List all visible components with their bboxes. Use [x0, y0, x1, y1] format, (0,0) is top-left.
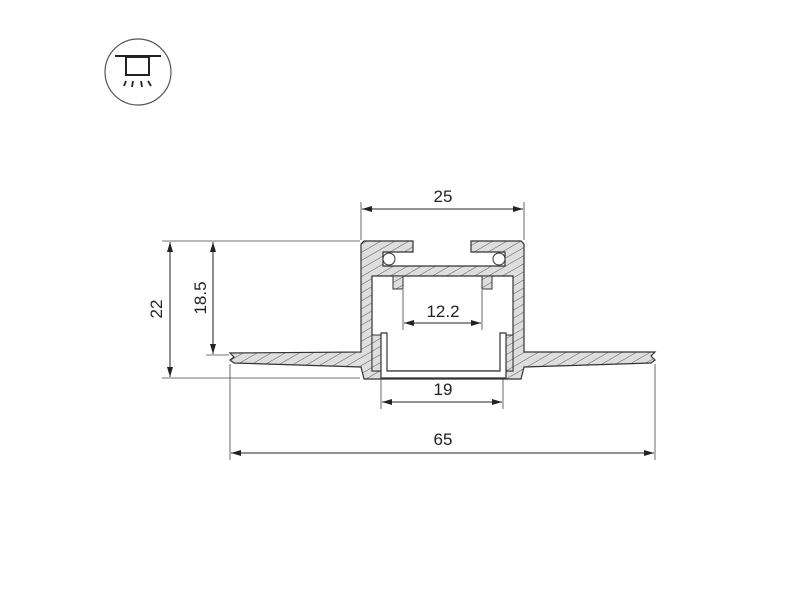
dimension-label: 19	[434, 380, 453, 399]
aluminium-profile	[228, 240, 657, 380]
dimension-65: 65	[231, 430, 654, 456]
dimension-label: 22	[147, 300, 166, 319]
recessed-ceiling-light-icon	[104, 38, 172, 106]
dimension-22: 22	[147, 242, 173, 377]
dimension-label: 65	[434, 430, 453, 449]
extension-lines	[162, 202, 656, 460]
diffuser-insert	[380, 332, 507, 379]
dimension-label: 12.2	[426, 302, 459, 321]
dimension-18-5: 18.5	[191, 242, 216, 354]
dimension-25: 25	[362, 187, 523, 212]
dimension-19: 19	[382, 380, 502, 405]
dimension-label: 25	[434, 187, 453, 206]
dimension-label: 18.5	[191, 281, 210, 314]
dimension-12-2: 12.2	[404, 302, 481, 326]
